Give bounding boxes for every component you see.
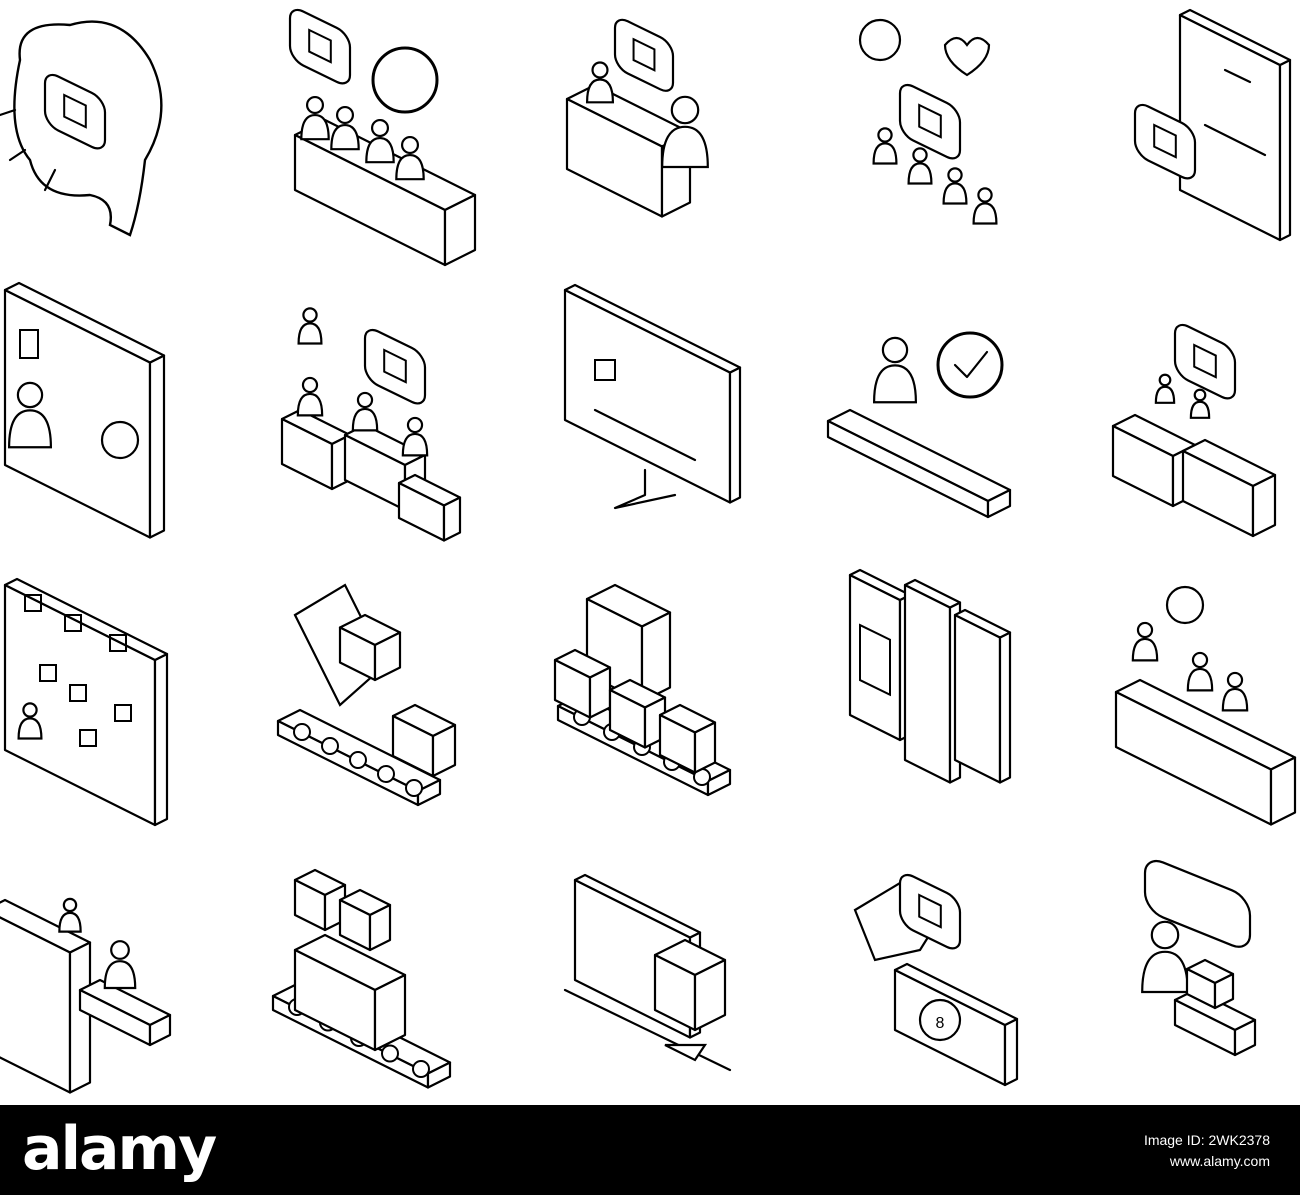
packaging-line-icon — [545, 555, 740, 830]
icon-badge-text: 8 — [936, 1015, 945, 1032]
brain-chat-icon — [0, 0, 195, 275]
alamy-logo: alamy — [22, 1114, 217, 1184]
manufacturing-plant-icon — [0, 830, 195, 1105]
warehouse-board-icon — [0, 555, 195, 830]
watermark-footer: alamy Image ID: 2WK2378 www.alamy.com — [0, 1105, 1300, 1195]
planning-board-icon — [0, 280, 195, 555]
team-workstations-icon — [265, 280, 460, 555]
product-pack-icon — [825, 555, 1020, 830]
payment-hand-icon: 8 — [825, 830, 1020, 1105]
robotic-arm-icon — [265, 555, 460, 830]
computer-monitor-icon — [545, 280, 740, 555]
delivery-truck-icon — [545, 830, 740, 1105]
team-emotions-icon — [825, 0, 1020, 275]
conveyor-boxes-icon — [265, 830, 460, 1105]
customer-rating-icon — [1105, 830, 1300, 1105]
conference-meeting-icon — [265, 0, 460, 275]
document-chat-icon — [1105, 0, 1300, 275]
group-search-icon — [1105, 555, 1300, 830]
presentation-speaker-icon — [545, 0, 740, 275]
image-id-label: Image ID: 2WK2378 — [1143, 1132, 1270, 1148]
icon-sheet: 8 — [0, 0, 1300, 1105]
factory-chat-icon — [1105, 280, 1300, 555]
site-url-label: www.alamy.com — [1169, 1153, 1270, 1169]
approval-check-icon — [825, 280, 1020, 555]
